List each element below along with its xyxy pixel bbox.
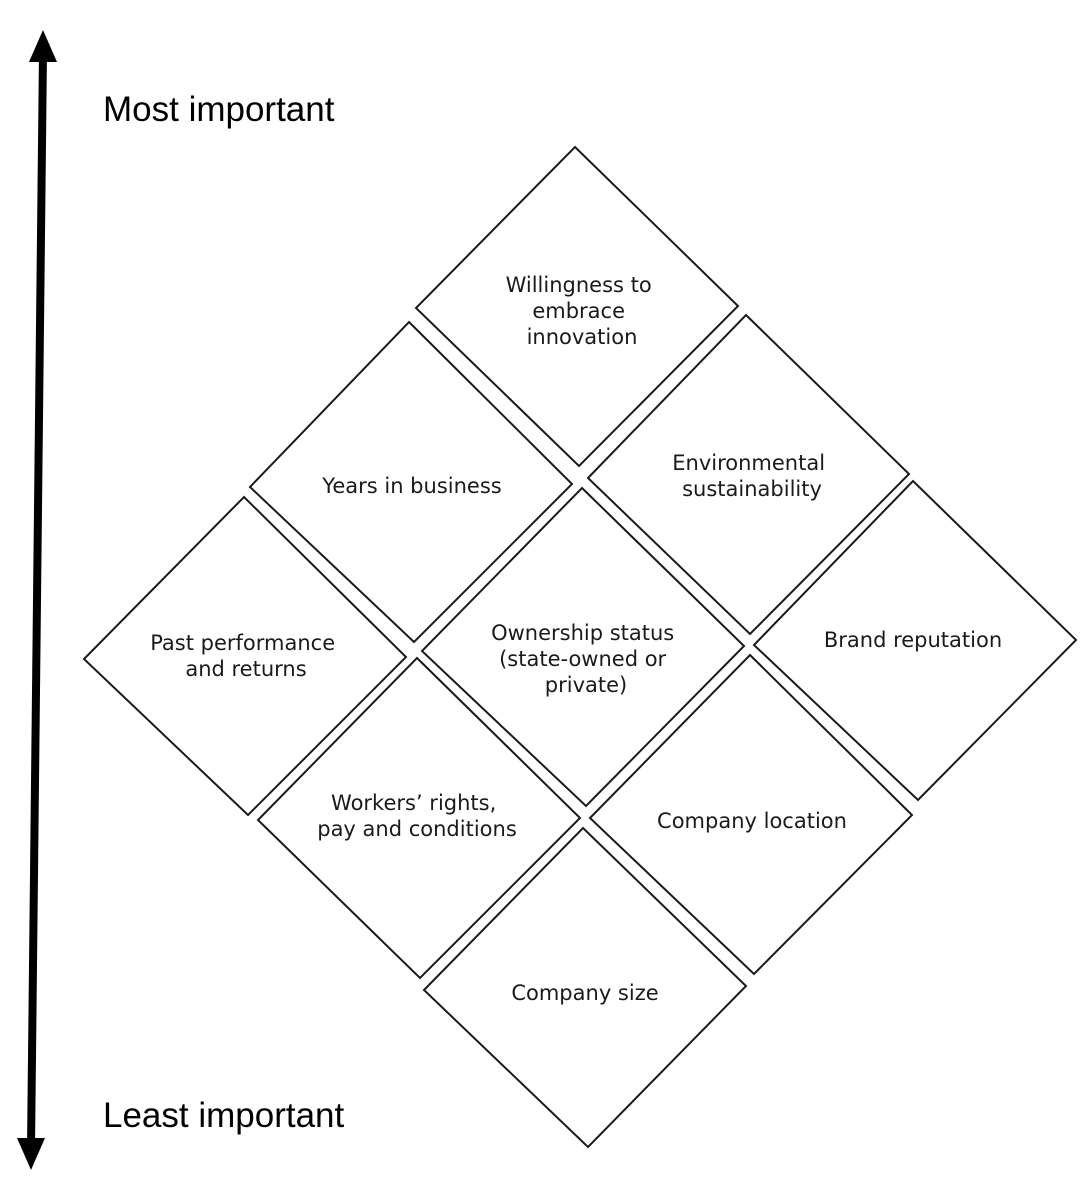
most-important-label: Most important	[103, 90, 335, 129]
svg-text:Company size: Company size	[511, 981, 658, 1005]
diamond-label-line: embrace	[532, 299, 625, 323]
diamond-label-line: sustainability	[682, 477, 822, 501]
diamond-label-line: Past performance	[150, 631, 335, 655]
arrow-head-down	[17, 1138, 45, 1170]
diamond-label-line: Workers’ rights,	[331, 791, 496, 815]
svg-text:Willingness to embrace: Willingness to embrace innovation	[506, 273, 659, 349]
diamond-environmental-sustainability: Environmental sustainability	[586, 313, 911, 636]
diamond-label-line: Willingness to	[506, 273, 652, 297]
diamond-label-line: (state-owned or	[499, 647, 666, 671]
least-important-label: Least important	[103, 1096, 345, 1135]
diamond-label-line: Company location	[657, 809, 847, 833]
diamond-label-line: pay and conditions	[317, 817, 517, 841]
diamond-label-line: private)	[545, 673, 627, 697]
svg-text:Brand reputation: Brand reputation	[824, 628, 1002, 652]
diamond-company-location: Company location	[588, 653, 914, 976]
diamond-workers-rights-pay-and-conditions: Workers’ rights, pay and conditions	[256, 656, 582, 980]
svg-text:Past performance and ret: Past performance and returns	[150, 631, 342, 681]
arrow-head-up	[29, 30, 57, 62]
diamond-brand-reputation: Brand reputation	[752, 479, 1078, 802]
diamond-company-size: Company size	[422, 826, 748, 1149]
svg-text:Environmental sustainabi: Environmental sustainability	[672, 451, 831, 501]
diamond-years-in-business: Years in business	[248, 320, 574, 644]
svg-text:Company location: Company location	[657, 809, 847, 833]
diamond-ownership-status: Ownership status (state-owned or private…	[420, 486, 746, 808]
svg-text:Years in business: Years in business	[321, 474, 501, 498]
diamond-label-line: innovation	[527, 325, 638, 349]
diamond-label-line: and returns	[185, 657, 306, 681]
diamond-label-line: Environmental	[672, 451, 825, 475]
diamond-willingness-to-embrace-innovation: Willingness to embrace innovation	[414, 145, 740, 468]
svg-text:Ownership status (state-: Ownership status (state-owned or private…	[491, 621, 681, 697]
diamond-label-line: Ownership status	[491, 621, 674, 645]
importance-arrow	[17, 30, 57, 1170]
diamond-label-line: Brand reputation	[824, 628, 1002, 652]
svg-text:Workers’ rights, pay and: Workers’ rights, pay and conditions	[317, 791, 517, 841]
diamond-label-line: Company size	[511, 981, 658, 1005]
diamond-label-line: Years in business	[321, 474, 501, 498]
diamond-past-performance-and-returns: Past performance and returns	[82, 495, 408, 817]
arrow-shaft	[27, 51, 47, 1149]
